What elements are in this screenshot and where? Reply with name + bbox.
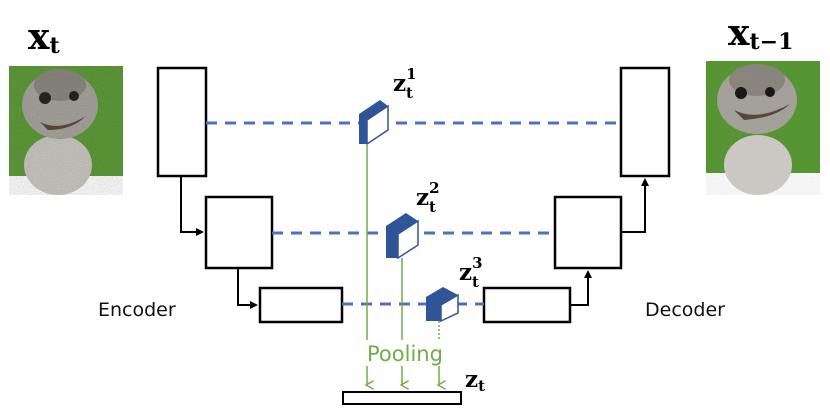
- pooling-label: Pooling: [367, 342, 443, 366]
- decoder-block-1: [619, 66, 671, 178]
- output-label: xt−1: [728, 12, 793, 55]
- decoder-label: Decoder: [645, 299, 725, 321]
- decoder-block-2: [553, 195, 623, 270]
- encoder-label: Encoder: [98, 299, 176, 321]
- feature-cube-z2: [386, 213, 419, 260]
- encoder-block-2: [204, 195, 274, 270]
- feature-cube-z3: [426, 287, 459, 323]
- feature-cube-z1: [359, 100, 389, 146]
- decoder-block-3: [482, 286, 572, 324]
- pooling-lines: [367, 144, 439, 385]
- input-image: [9, 66, 123, 195]
- input-label: xt: [28, 16, 60, 59]
- pooled-vector: [342, 391, 462, 405]
- encoder-block-3: [258, 286, 344, 324]
- output-image: [706, 61, 820, 195]
- decoder-arrows: [570, 178, 649, 306]
- pooled-vector-label: zt: [465, 366, 485, 395]
- encoder-block-1: [156, 66, 208, 178]
- encoder-arrows: [180, 176, 258, 309]
